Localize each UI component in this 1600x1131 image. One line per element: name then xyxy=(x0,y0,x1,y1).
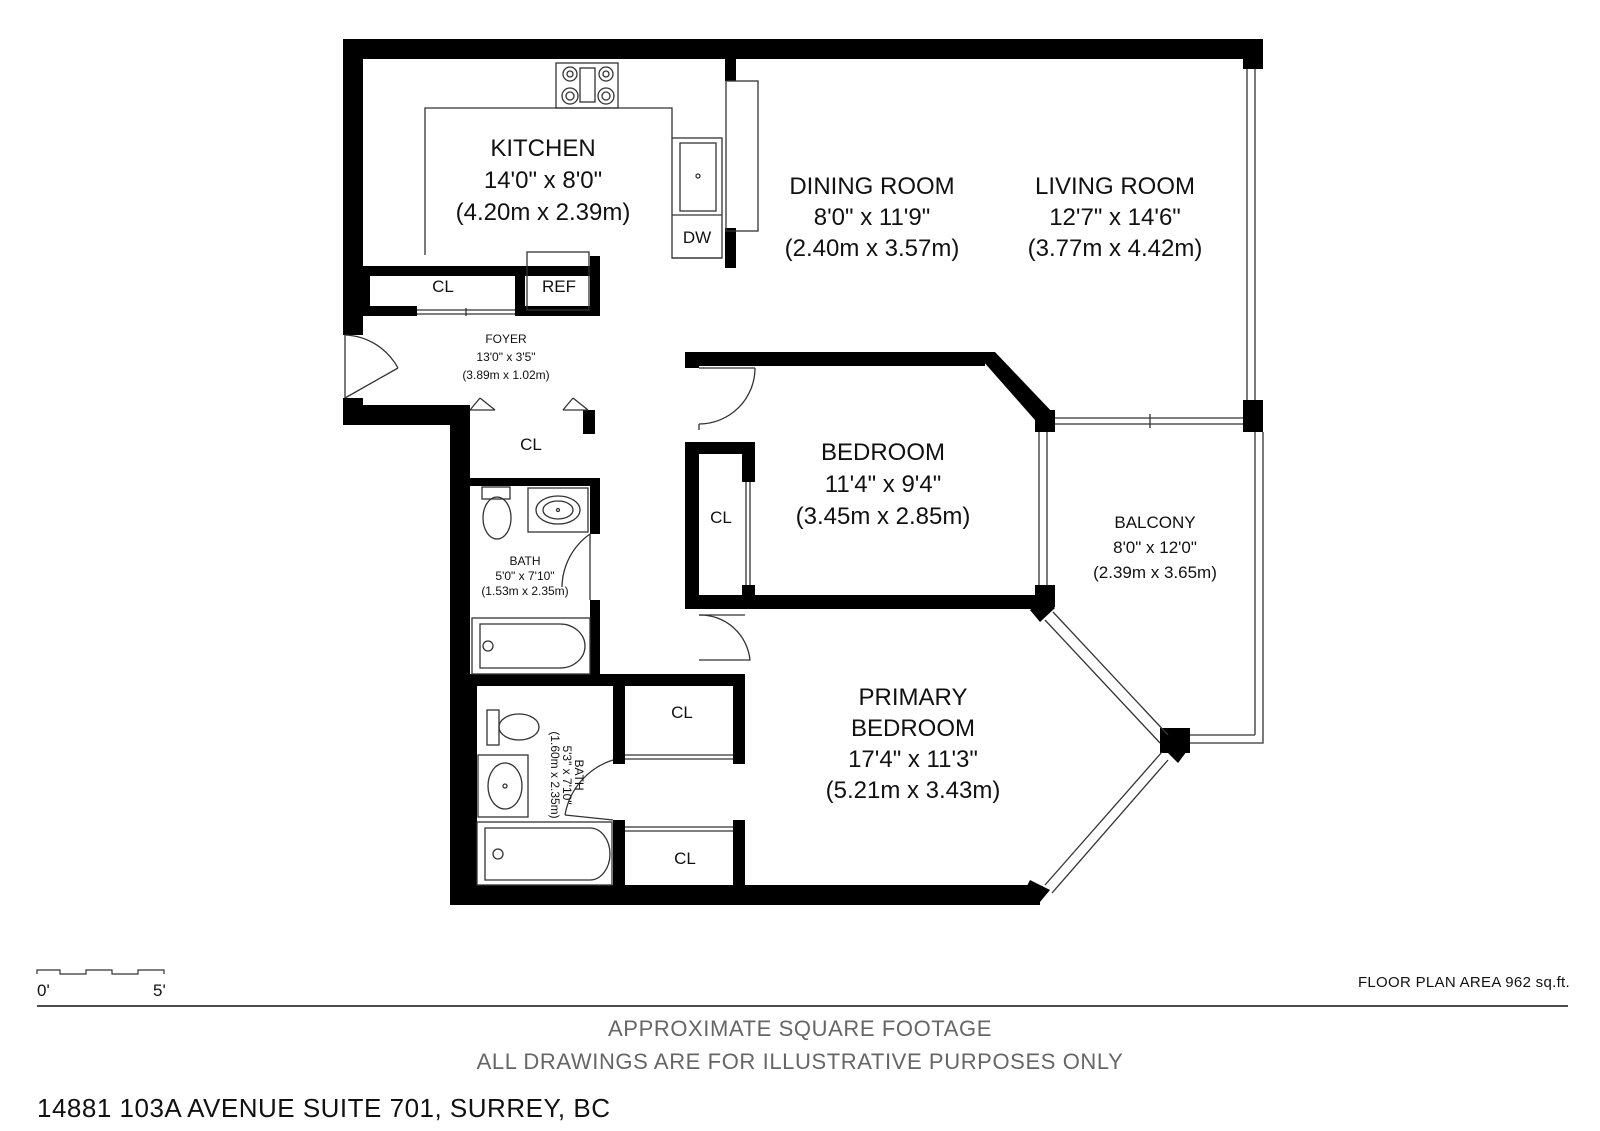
bath2-metric: (1.60m x 2.35m) xyxy=(548,731,562,818)
foyer-imperial: 13'0" x 3'5" xyxy=(476,350,535,364)
floor-plan-area: FLOOR PLAN AREA 962 sq.ft. xyxy=(1357,974,1570,991)
foyer-metric: (3.89m x 1.02m) xyxy=(462,368,549,382)
primary-imperial: 17'4" x 11'3" xyxy=(848,746,978,773)
balcony-name: BALCONY xyxy=(1114,513,1195,532)
scale-bar xyxy=(36,969,165,975)
bedroom-name: BEDROOM xyxy=(821,439,945,466)
scale-end-label: 5' xyxy=(153,981,166,1000)
labels: KITCHEN 14'0" x 8'0" (4.20m x 2.39m) DIN… xyxy=(432,135,1217,868)
closet-label-primary-2: CL xyxy=(674,849,696,868)
bath1-metric: (1.53m x 2.35m) xyxy=(481,584,568,598)
kitchen-imperial: 14'0" x 8'0" xyxy=(484,167,602,194)
primary-name-1: PRIMARY xyxy=(859,684,968,711)
living-imperial: 12'7" x 14'6" xyxy=(1049,204,1181,231)
approximate-note: APPROXIMATE SQUARE FOOTAGE xyxy=(608,1016,992,1041)
bedroom-metric: (3.45m x 2.85m) xyxy=(796,503,971,530)
bedroom-imperial: 11'4" x 9'4" xyxy=(825,471,942,498)
refrigerator-label: REF xyxy=(542,277,576,296)
foyer-name: FOYER xyxy=(485,332,527,346)
closet-label-foyer: CL xyxy=(432,277,454,296)
dining-imperial: 8'0" x 11'9" xyxy=(814,204,931,231)
balcony-metric: (2.39m x 3.65m) xyxy=(1093,563,1217,582)
illustrative-note: ALL DRAWINGS ARE FOR ILLUSTRATIVE PURPOS… xyxy=(476,1049,1124,1074)
thin-lines xyxy=(344,62,1264,894)
dining-name: DINING ROOM xyxy=(789,173,954,200)
property-address: 14881 103A AVENUE SUITE 701, SURREY, BC xyxy=(37,1093,611,1123)
living-metric: (3.77m x 4.42m) xyxy=(1028,235,1203,262)
bath1-imperial: 5'0" x 7'10" xyxy=(495,569,554,583)
kitchen-metric: (4.20m x 2.39m) xyxy=(456,199,631,226)
dining-metric: (2.40m x 3.57m) xyxy=(785,235,960,262)
scale-start-label: 0' xyxy=(37,981,50,1000)
living-name: LIVING ROOM xyxy=(1035,173,1195,200)
balcony-imperial: 8'0" x 12'0" xyxy=(1113,538,1197,557)
primary-metric: (5.21m x 3.43m) xyxy=(826,777,1001,804)
bath2-name: BATH xyxy=(572,759,586,790)
bath2-imperial: 5'3" x 7'10" xyxy=(560,745,574,804)
bath1-name: BATH xyxy=(509,554,540,568)
closet-label-hall: CL xyxy=(520,435,542,454)
kitchen-name: KITCHEN xyxy=(490,135,595,162)
primary-name-2: BEDROOM xyxy=(851,715,975,742)
walls xyxy=(343,39,1263,905)
closet-label-bedroom: CL xyxy=(710,508,732,527)
closet-label-primary-1: CL xyxy=(671,703,693,722)
dishwasher-label: DW xyxy=(683,228,711,247)
